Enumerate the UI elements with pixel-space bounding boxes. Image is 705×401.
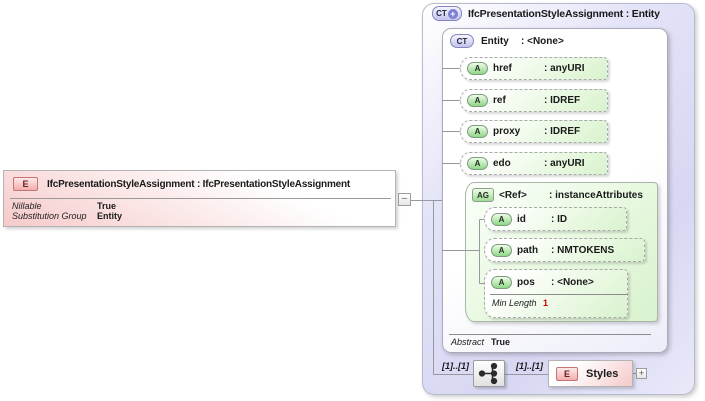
attribute-group-header: AG <Ref> : instanceAttributes [466,183,657,202]
attribute-icon: A [467,125,488,138]
attribute-icon: A [491,243,512,257]
attribute-icon: A [491,275,512,289]
attribute-type: : NMTOKENS [551,244,615,256]
property-value: Entity [97,211,123,221]
property-label: Substitution Group [12,211,87,221]
facet-divider [490,294,628,295]
expand-toggle-button[interactable]: + [636,368,647,379]
facet-row-min-length: Min Length 1 [485,298,627,308]
target-cardinality-label: [1]..[1] [516,361,543,371]
collapse-icon: − [401,193,408,205]
base-type-header: CT Entity : <None> [443,29,667,48]
property-row-nillable: Nillable True [12,201,122,211]
attribute-box-id[interactable]: A id : ID [484,207,627,231]
attribute-group-name: <Ref> [499,189,527,201]
attribute-type: : IDREF [544,126,581,137]
abstract-divider [449,334,651,335]
facet-label: Min Length [492,298,537,308]
expand-icon: + [638,368,645,378]
attribute-type: : <None> [551,276,594,288]
attribute-name: edo [493,158,511,169]
property-label: Nillable [12,201,42,211]
property-value: True [491,337,511,347]
base-type-type: : <None> [521,35,564,47]
attribute-name: id [517,213,526,225]
property-row-substitution-group: Substitution Group Entity [12,211,122,221]
attribute-box-edo[interactable]: A edo : anyURI [460,152,608,175]
sequence-icon [478,362,498,385]
facet-value: 1 [543,298,549,308]
attribute-box-pos[interactable]: A pos : <None> Min Length 1 [484,269,628,318]
collapse-toggle-button[interactable]: − [398,193,411,206]
complextype-icon-label: CT [436,9,447,18]
source-cardinality-label: [1]..[1] [442,361,469,371]
attribute-type: : anyURI [544,63,585,74]
element-icon: E [13,177,38,191]
attribute-type: : IDREF [544,95,581,106]
attribute-box-ref[interactable]: A ref : IDREF [460,89,608,112]
attribute-group-type: : instanceAttributes [549,189,643,201]
attribute-row: A pos : <None> [485,270,627,294]
attribute-icon: A [467,62,488,75]
element-title: IfcPresentationStyleAssignment : IfcPres… [47,178,351,190]
attribute-icon: A [467,94,488,107]
attribute-box-proxy[interactable]: A proxy : IDREF [460,120,608,143]
element-icon: E [556,366,578,381]
element-box-divider [10,198,391,199]
complextype-icon: CT + [432,6,462,21]
attribute-type: : anyURI [544,158,585,169]
element-properties: Nillable True Substitution Group Entity [12,201,122,221]
plus-badge-icon: + [447,8,458,19]
attribute-name: pos [517,276,535,288]
attribute-icon: A [467,157,488,170]
element-box[interactable]: E IfcPresentationStyleAssignment : IfcPr… [3,170,396,227]
attribute-box-path[interactable]: A path : NMTOKENS [484,238,645,262]
attribute-name: ref [493,95,506,106]
attribute-type: : ID [551,213,568,225]
sequence-compositor-button[interactable] [473,360,505,387]
property-label: Abstract [451,337,485,347]
attribute-name: proxy [493,126,521,137]
attribute-name: path [517,244,539,256]
element-box-header: E IfcPresentationStyleAssignment : IfcPr… [4,171,395,197]
base-type-name: Entity [481,35,509,47]
attribute-name: href [493,63,512,74]
property-row-abstract: Abstract True [451,337,510,347]
complextype-icon-small: CT [450,34,474,48]
complextype-title: IfcPresentationStyleAssignment : Entity [468,7,660,20]
child-element-name: Styles [586,367,619,380]
attribute-icon: A [491,212,512,226]
attribute-box-href[interactable]: A href : anyURI [460,57,608,80]
complextype-header: CT + IfcPresentationStyleAssignment : En… [432,6,660,21]
child-element-box-styles[interactable]: E Styles [548,360,633,387]
attribute-group-icon: AG [472,188,494,202]
property-value: True [97,201,117,211]
